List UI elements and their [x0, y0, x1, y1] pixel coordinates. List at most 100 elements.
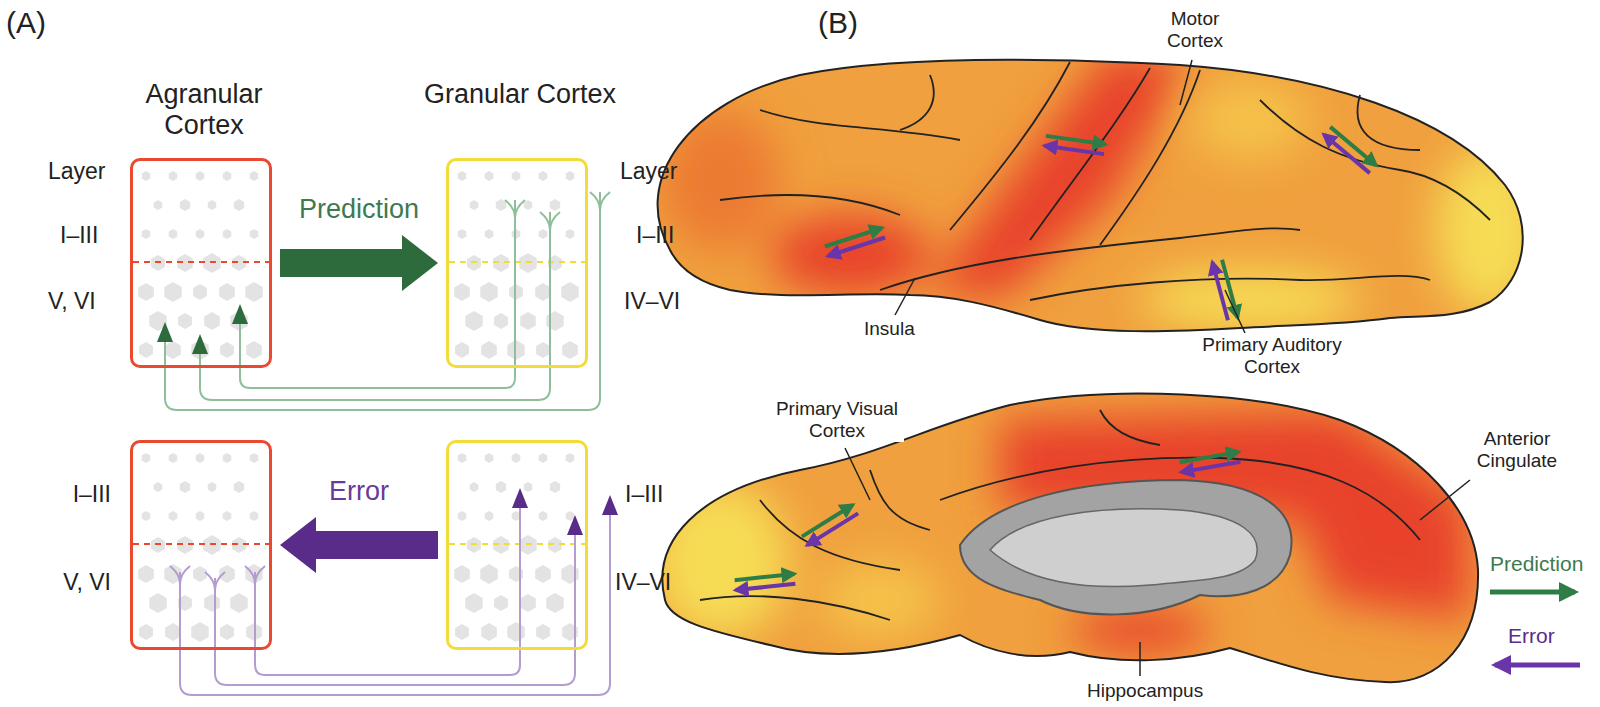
cell-body	[138, 283, 154, 301]
layer-label: IV–VI	[615, 569, 671, 595]
cell-body	[566, 171, 575, 181]
cell-body	[142, 511, 151, 521]
cell-body	[223, 511, 232, 521]
cell-body	[535, 565, 551, 583]
cell-body	[165, 623, 181, 641]
cell-body	[234, 199, 244, 211]
layer-label: Layer	[48, 158, 106, 184]
layer-label: Layer	[620, 158, 678, 184]
cell-body	[536, 624, 550, 640]
cell-body	[149, 593, 166, 613]
layer-divider	[133, 261, 269, 263]
cell-body	[546, 593, 563, 613]
cell-body	[223, 453, 232, 463]
corpus-callosum	[960, 480, 1292, 614]
cell-body	[458, 171, 467, 181]
cell-body	[455, 342, 469, 358]
layer-label: I–III	[60, 222, 98, 248]
cell-body	[169, 453, 178, 463]
cell-body	[230, 593, 247, 613]
error-arrow	[807, 513, 858, 545]
region-label: Anterior Cingulate	[1455, 428, 1579, 472]
cell-body	[142, 229, 151, 239]
sulci	[720, 62, 1490, 300]
cell-body	[458, 453, 467, 463]
region-label: Primary Auditory Cortex	[1185, 334, 1359, 378]
cell-body	[507, 622, 524, 642]
cortex-heading: Granular Cortex	[419, 79, 621, 110]
cell-body	[454, 565, 470, 583]
cell-body	[566, 453, 575, 463]
cell-body	[465, 593, 482, 613]
medial-brain	[620, 380, 1520, 700]
legend-sample	[1495, 663, 1580, 668]
cell-body	[496, 481, 506, 493]
cell-body	[480, 282, 497, 302]
region-label: Insula	[862, 318, 917, 340]
cell-body	[223, 229, 232, 239]
cell-body	[154, 482, 163, 492]
cell-body	[470, 200, 479, 210]
cell-body	[208, 482, 217, 492]
cell-body	[485, 453, 494, 463]
cell-body	[193, 284, 207, 300]
cell-body	[481, 623, 497, 641]
cell-body	[546, 311, 563, 331]
prediction-fibers	[165, 192, 610, 410]
prediction-arrow	[735, 574, 795, 580]
cell-body	[520, 312, 536, 330]
cell-body	[250, 171, 259, 181]
cell-body	[524, 482, 533, 492]
layer-divider	[449, 543, 585, 545]
cell-body	[196, 229, 205, 239]
cortex-heading: Agranular Cortex	[103, 79, 305, 141]
cell-body	[180, 199, 190, 211]
cell-body	[193, 566, 207, 582]
panel-label: (B)	[818, 6, 858, 41]
cell-body	[480, 564, 497, 584]
thalamus	[990, 509, 1257, 587]
cell-body	[458, 511, 467, 521]
arrow-label: Prediction	[299, 194, 419, 225]
cell-body	[536, 342, 550, 358]
arrow-label: Error	[329, 476, 389, 507]
layer-label: I–III	[73, 481, 111, 507]
layer-divider	[449, 261, 585, 263]
cell-body	[169, 229, 178, 239]
cell-body	[485, 171, 494, 181]
cell-body	[165, 341, 181, 359]
cell-body	[219, 283, 235, 301]
granular-box: I–IIIIV–VI	[446, 440, 588, 650]
region-label: Primary Visual Cortex	[770, 398, 904, 442]
layer-label: I–III	[625, 481, 663, 507]
cell-body	[481, 341, 497, 359]
error-arrow	[1045, 146, 1104, 154]
error-arrow	[828, 237, 885, 256]
error-arrow	[1181, 462, 1240, 472]
region-label: Motor Cortex	[1145, 8, 1245, 52]
agranular-box: I–IIIV, VI	[130, 440, 272, 650]
error-arrow	[1324, 135, 1370, 174]
cell-body	[169, 511, 178, 521]
legend-text: Error	[1508, 624, 1555, 648]
pyramidal-cells	[157, 304, 248, 354]
prediction-arrow	[1180, 452, 1239, 462]
cell-body	[550, 481, 560, 493]
region-label: Hippocampus	[1085, 680, 1205, 702]
granular-box: Granular Cortex	[446, 158, 588, 368]
cell-body	[245, 282, 262, 302]
cell-body	[139, 624, 153, 640]
pyramidal-cells	[512, 488, 618, 535]
cell-body	[204, 312, 220, 330]
cell-body	[178, 313, 192, 329]
cell-body	[455, 624, 469, 640]
cell-body	[204, 594, 220, 612]
agranular-box: Agranular Cortex	[130, 158, 272, 368]
cell-body	[524, 200, 533, 210]
cell-texture	[138, 171, 579, 642]
cell-body	[539, 229, 548, 239]
cell-body	[470, 482, 479, 492]
cell-body	[250, 453, 259, 463]
cell-body	[561, 282, 578, 302]
